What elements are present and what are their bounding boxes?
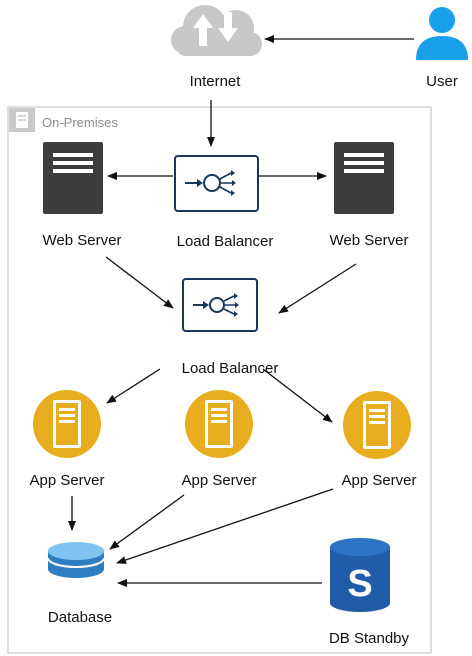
database-icon	[47, 542, 105, 578]
edge-app-right-db	[116, 488, 334, 564]
user-icon	[416, 7, 468, 60]
load-balancer-top-label: Load Balancer	[177, 233, 274, 250]
on-premises-icon	[9, 108, 35, 132]
db-standby-badge: S	[347, 563, 372, 605]
app-server-left-icon	[33, 390, 101, 458]
db-standby-label: DB Standby	[329, 630, 410, 647]
web-server-left-icon	[43, 142, 103, 214]
edge-app-center-db	[109, 494, 185, 550]
web-server-right-label: Web Server	[330, 232, 409, 249]
edge-lb-app-right	[262, 368, 333, 423]
app-server-right-label: App Server	[341, 472, 416, 489]
load-balancer-top-icon	[174, 155, 259, 212]
app-server-center-label: App Server	[181, 472, 256, 489]
load-balancer-mid-icon	[182, 278, 258, 332]
database-label: Database	[48, 609, 112, 626]
app-server-center-icon	[185, 390, 253, 458]
edge-lb-app-left	[106, 368, 161, 404]
user-label: User	[426, 73, 458, 90]
group-label: On-Premises	[42, 115, 118, 130]
connectors	[68, 35, 414, 587]
app-server-left-label: App Server	[29, 472, 104, 489]
internet-cloud-icon	[171, 5, 262, 56]
app-server-right-icon	[343, 391, 411, 459]
web-server-right-icon	[334, 142, 394, 214]
load-balancer-mid-label: Load Balancer	[182, 360, 279, 377]
edge-web-left-lb	[105, 256, 174, 309]
edge-web-right-lb	[278, 263, 357, 314]
internet-label: Internet	[190, 73, 242, 90]
db-standby-icon: S	[330, 538, 390, 612]
web-server-left-label: Web Server	[43, 232, 122, 249]
on-premises-group: On-Premises	[7, 106, 432, 654]
